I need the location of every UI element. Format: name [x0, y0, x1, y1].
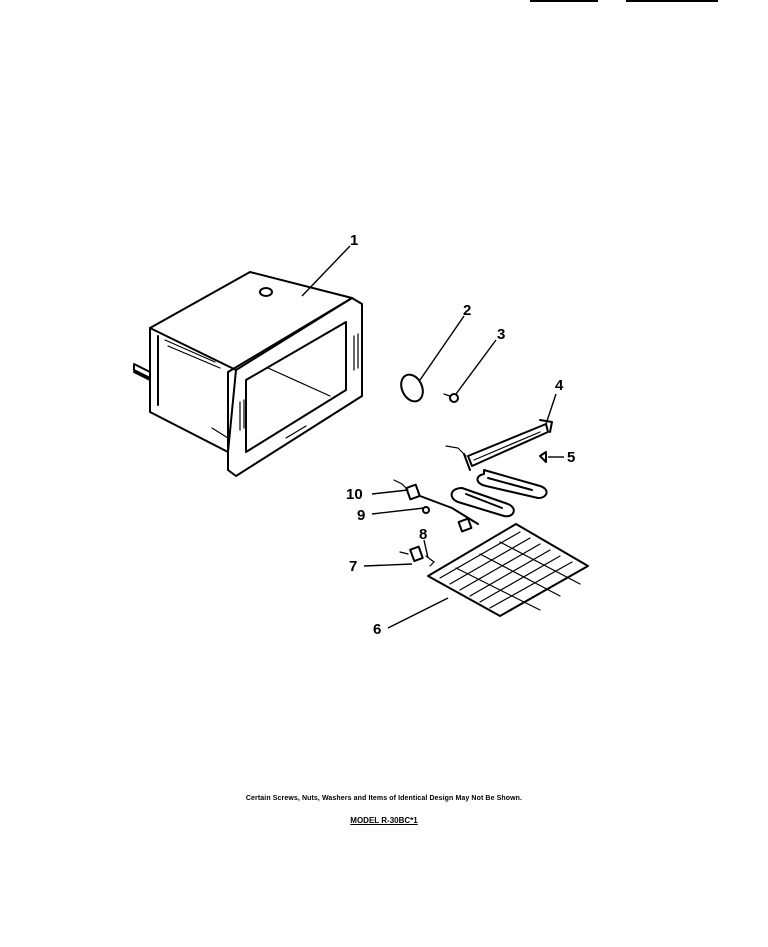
terminal-block-part — [393, 479, 430, 514]
bake-element-part — [427, 523, 589, 617]
light-bulb-part — [443, 393, 459, 403]
screw-part — [539, 451, 547, 463]
callout-10: 10 — [346, 486, 363, 503]
callout-4: 4 — [555, 377, 564, 394]
oven-liner-part — [133, 271, 363, 477]
callout-8: 8 — [419, 526, 427, 543]
header-rule-right — [626, 0, 718, 2]
leader-lines — [301, 245, 564, 629]
broil-element-part — [419, 469, 548, 525]
light-lens-part — [400, 373, 424, 403]
callout-2: 2 — [463, 302, 471, 319]
callout-3: 3 — [497, 326, 505, 343]
disclaimer-note: Certain Screws, Nuts, Washers and Items … — [245, 795, 523, 802]
bake-terminal-part — [399, 517, 473, 567]
element-bracket-part — [445, 419, 553, 471]
model-number: MODEL R-30BC*1 — [350, 816, 418, 825]
callout-9: 9 — [357, 507, 365, 524]
header-rule-left — [530, 0, 598, 2]
callout-1: 1 — [350, 232, 358, 249]
callout-5: 5 — [567, 449, 575, 466]
callout-6: 6 — [373, 621, 381, 638]
callout-7: 7 — [349, 558, 357, 575]
